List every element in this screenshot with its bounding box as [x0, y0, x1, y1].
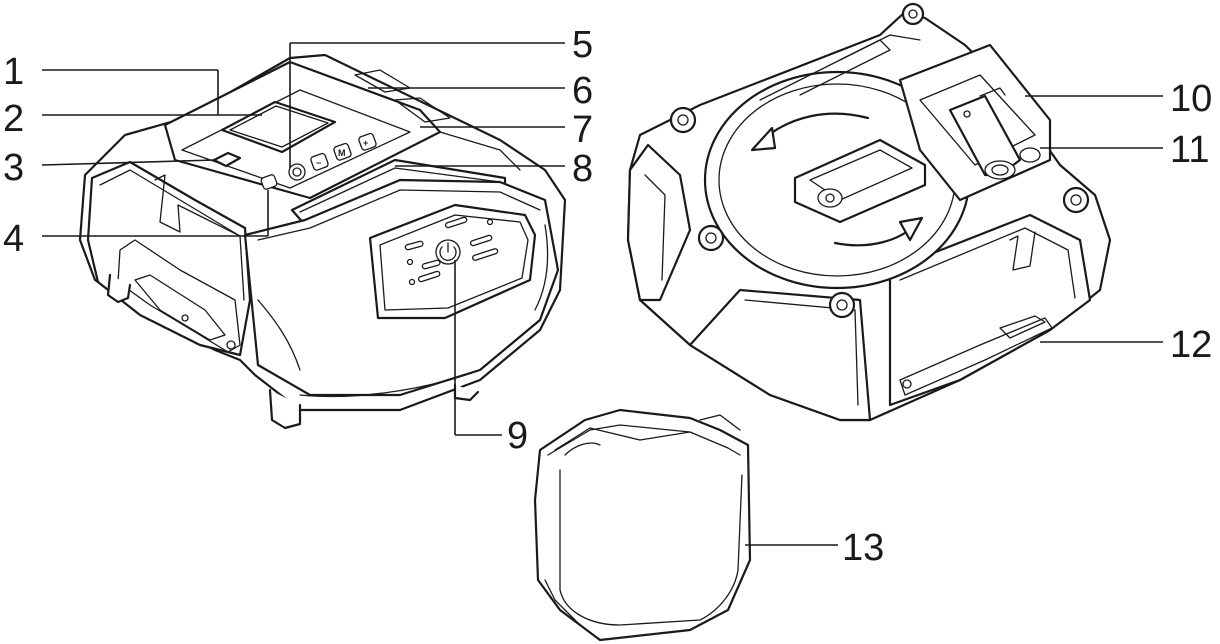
leader-lines [41, 42, 1163, 546]
plus-button-label: + [363, 138, 368, 148]
menu-button-label: M [338, 148, 346, 158]
callout-12: 12 [1170, 324, 1212, 366]
display-screen [220, 100, 337, 154]
carry-case [533, 408, 752, 642]
callout-2: 2 [3, 98, 24, 140]
callout-1: 1 [3, 51, 24, 93]
control-buttons: − M + [260, 132, 377, 190]
callout-13: 13 [842, 527, 884, 569]
callout-9: 9 [507, 415, 528, 457]
base-screws [669, 2, 1090, 319]
printer-front-view: − M + [78, 53, 567, 430]
callout-7: 7 [572, 109, 593, 151]
callout-6: 6 [572, 70, 593, 112]
power-button-area [404, 216, 499, 286]
callout-8: 8 [572, 148, 593, 190]
minus-button-label: − [316, 158, 321, 168]
callout-11: 11 [1170, 129, 1209, 171]
callout-numbers: 1 2 3 4 5 6 7 8 9 10 11 12 13 [3, 24, 1212, 569]
callout-5: 5 [572, 24, 593, 66]
callout-4: 4 [3, 218, 24, 260]
callout-10: 10 [1170, 78, 1212, 120]
callout-3: 3 [3, 147, 24, 189]
printer-back-view [626, 2, 1112, 422]
